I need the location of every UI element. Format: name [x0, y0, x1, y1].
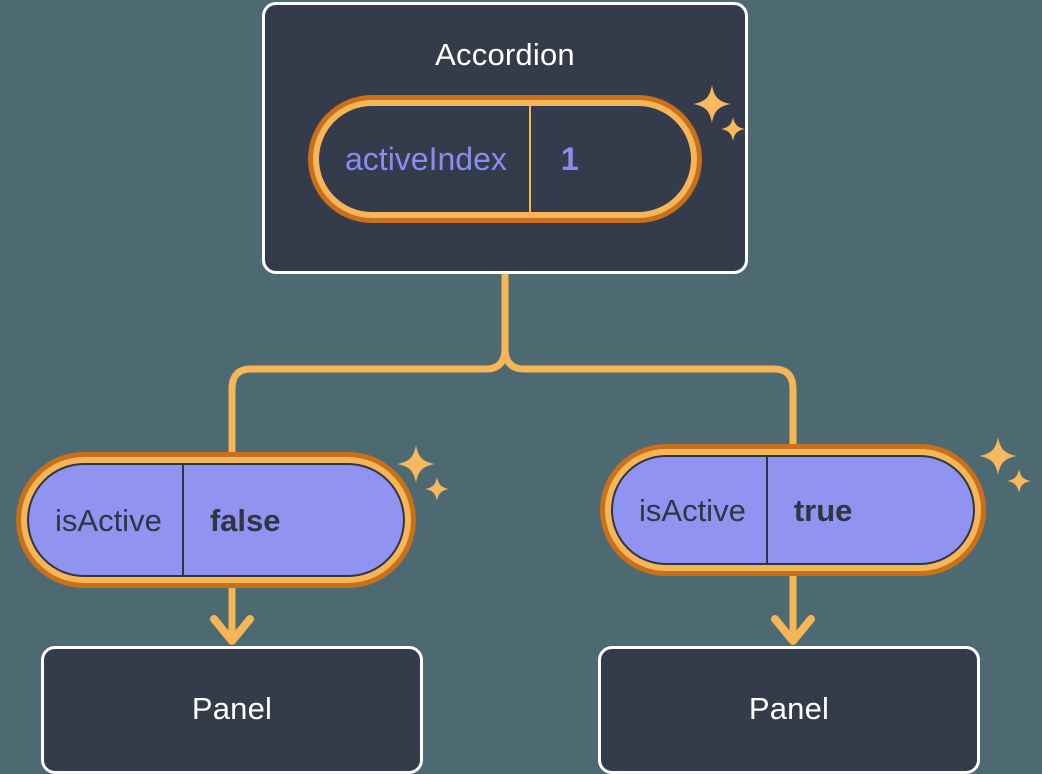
state-pill-highlight-ring: activeIndex 1	[313, 100, 697, 218]
state-pill-body: activeIndex 1	[319, 106, 691, 212]
prop-pill-is-active-left[interactable]: isActive false	[16, 452, 416, 588]
state-pill-key: activeIndex	[345, 141, 507, 177]
state-pill-value: 1	[528, 106, 609, 212]
arrow-head-right-icon	[771, 615, 815, 645]
arrow-head-left-icon	[210, 615, 254, 645]
edge-branch-right	[501, 344, 797, 448]
node-panel-right[interactable]: Panel	[598, 646, 980, 774]
sparkle-small-icon	[425, 477, 449, 501]
prop-pill-right-key: isActive	[639, 492, 746, 528]
prop-pill-left-highlight-ring: isActive false	[21, 457, 411, 583]
node-panel-left[interactable]: Panel	[41, 646, 423, 774]
prop-pill-right-body: isActive true	[611, 455, 975, 565]
prop-pill-is-active-right[interactable]: isActive true	[600, 444, 986, 576]
sparkle-group-panel-right	[978, 436, 1038, 498]
prop-pill-left-key: isActive	[55, 502, 162, 538]
sparkle-small-icon	[1007, 469, 1031, 493]
sparkle-large-icon	[979, 437, 1017, 475]
prop-pill-right-value: true	[765, 457, 879, 563]
node-panel-left-title: Panel	[191, 690, 273, 726]
node-panel-right-title: Panel	[748, 690, 830, 726]
edge-branch-left	[228, 344, 509, 456]
prop-pill-right-highlight-ring: isActive true	[605, 449, 981, 571]
prop-pill-left-body: isActive false	[27, 463, 405, 577]
state-pill-active-index[interactable]: activeIndex 1	[308, 95, 702, 223]
node-accordion-title: Accordion	[435, 37, 575, 72]
prop-pill-left-value: false	[181, 465, 307, 575]
